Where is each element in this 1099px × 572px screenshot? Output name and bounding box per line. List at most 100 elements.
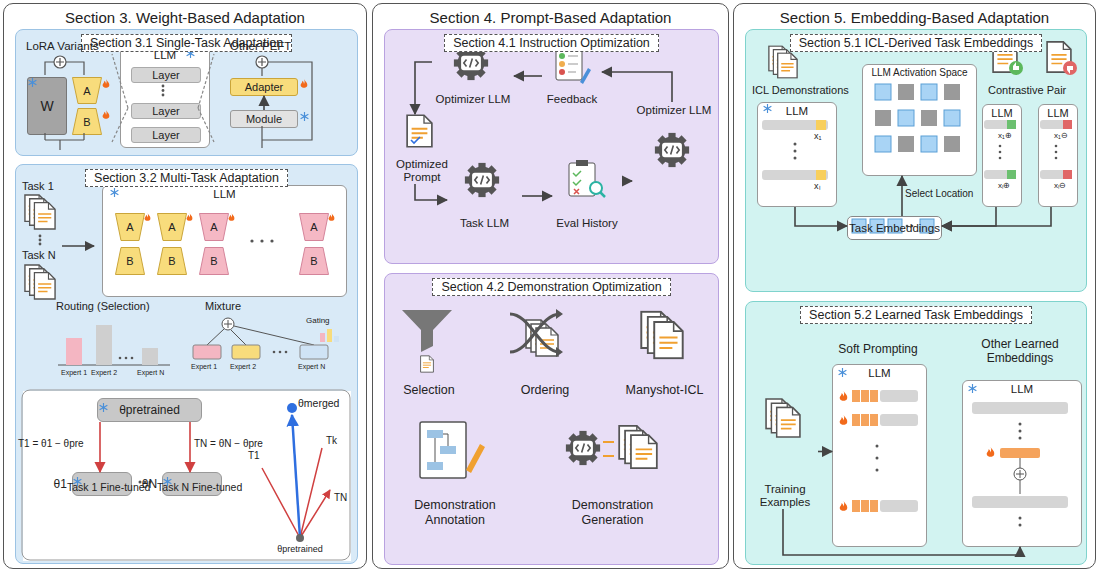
lora-matrix-text: B <box>310 255 317 267</box>
connector-arrow <box>415 184 447 200</box>
part-label: ICL Demonstrations <box>752 84 849 97</box>
model-weights: θNTask N Fine-tuned <box>162 472 222 496</box>
expert-label-text: Expert 2 <box>91 369 117 377</box>
eval-history-text: Eval History <box>552 217 622 230</box>
method-label-text: Soft Prompting <box>832 343 924 357</box>
token-label: xₗ⊕ <box>998 181 1010 190</box>
multi-task-illustration <box>25 188 339 365</box>
weight-matrix: W <box>27 77 67 135</box>
weight-matrix-text: W <box>40 98 53 114</box>
task-label: Task N <box>22 249 56 262</box>
connector-arrow <box>901 176 903 216</box>
method-item: Manyshot-ICL <box>617 302 712 397</box>
part-label: Other PEFT <box>230 40 291 53</box>
part-label-text: Other PEFT <box>230 40 291 53</box>
demonstration-icons <box>402 309 683 478</box>
lora-matrix-text: B <box>210 255 217 267</box>
lora-matrix: A <box>72 77 102 104</box>
subsection-panel-text: Section 4.2 Demonstration Optimization <box>432 278 670 296</box>
formula-label-text: TN = θN − θpre <box>194 438 263 450</box>
method-item-text: Demonstration Generation <box>550 498 675 527</box>
module-box-text: Module <box>246 113 282 125</box>
expert-label: Expert 2 <box>91 369 117 377</box>
model-weights-text: θN <box>142 473 157 495</box>
lora-matrix-text: B <box>126 255 133 267</box>
lora-matrix-text: A <box>210 221 217 233</box>
connector-arrow <box>942 207 1051 226</box>
token-label-text: x₁⊖ <box>1054 131 1068 140</box>
token-label-text: xₗ⊕ <box>998 181 1010 190</box>
expert-label-text: Expert 2 <box>230 363 256 371</box>
llm-box: LLM <box>832 364 927 547</box>
llm-box-text: LLM <box>963 383 1081 395</box>
part-label: Gating <box>306 316 330 325</box>
lora-diagram <box>45 54 312 150</box>
lora-matrix: B <box>115 247 145 275</box>
subsection-panel-text: Section 5.1 ICL-Derived Task Embeddings <box>790 34 1043 52</box>
eval-history: Eval History <box>552 160 622 230</box>
part-label-text: ICL Demonstrations <box>752 84 849 97</box>
method-item-text: Ordering <box>505 383 585 397</box>
expert-label-text: Expert N <box>137 369 164 377</box>
token-label: xₗ <box>814 181 821 191</box>
method-item: Demonstration Generation <box>550 417 675 527</box>
subsection-panel: Section 4.1 Instruction OptimizationOpti… <box>384 29 719 264</box>
connector-arrow <box>263 96 265 110</box>
lora-matrix-text: A <box>83 85 90 97</box>
vector-label: Tk <box>326 435 337 447</box>
prompt-document-text: Optimized Prompt <box>390 158 454 184</box>
expert-label: Expert N <box>298 363 325 371</box>
llm-box-text: LLM <box>983 107 1021 119</box>
subsection-panel-text: Section 4.1 Instruction Optimization <box>444 34 659 52</box>
module-box: Module <box>230 110 298 128</box>
llm-agent: Optimizer LLM <box>432 46 514 106</box>
subsection-panel: Section 5.1 ICL-Derived Task EmbeddingsL… <box>745 29 1087 292</box>
vector-label-text: θmerged <box>298 397 339 409</box>
task-label: Task 1 <box>22 180 54 193</box>
task-label-text: Task 1 <box>22 180 54 193</box>
method-item-text: Selection <box>394 383 464 397</box>
layer-box: Layer <box>131 103 201 119</box>
connector-arrow <box>795 207 847 226</box>
connector-arrow <box>602 72 672 102</box>
token-label: x₁⊕ <box>998 131 1012 140</box>
model-weights-text: Task N Fine-tuned <box>157 481 242 493</box>
llm-agent: Task LLM <box>447 162 522 230</box>
token-label: xₗ⊖ <box>1054 181 1066 190</box>
layer-box-text: Layer <box>152 105 180 117</box>
connector-arrow <box>783 509 1020 555</box>
lora-matrix: B <box>199 247 229 275</box>
method-item: Ordering <box>505 302 585 397</box>
vector-label-text: T1 <box>248 450 260 462</box>
expert-label-text: Expert N <box>298 363 325 371</box>
section-panel-text: Section 3. Weight-Based Adaptation <box>4 9 366 26</box>
method-item: Demonstration Annotation <box>400 417 510 527</box>
expert-label: Expert 1 <box>191 363 217 371</box>
vector-label: T1 <box>248 450 260 462</box>
lora-matrix: A <box>299 213 329 241</box>
training-data: Training Examples <box>752 394 818 509</box>
method-label: Routing (Selection) <box>56 300 150 313</box>
vector-label: TN <box>334 492 347 504</box>
lora-matrix: A <box>199 213 229 241</box>
vector-label: θpretrained <box>260 544 340 554</box>
embedding-box: Task Embeddings <box>847 216 942 240</box>
status-icons <box>29 49 309 121</box>
token-label-text: x₁ <box>814 131 822 141</box>
layer-box: Layer <box>131 67 201 83</box>
llm-box-text: LLM <box>1039 107 1077 119</box>
llm-box-text: LLM <box>121 49 209 61</box>
method-item-text: Demonstration Annotation <box>400 498 510 527</box>
method-label-text: Other Learned Embeddings <box>960 338 1080 366</box>
subsection-panel-text: Section 3.2 Multi-Task Adaptation <box>85 169 288 187</box>
part-label: Contrastive Pair <box>988 84 1066 97</box>
connector-arrow <box>522 195 552 197</box>
part-label: LoRA Variants <box>26 40 99 53</box>
part-label-text: Contrastive Pair <box>988 84 1066 97</box>
layer-box: Layer <box>131 127 201 143</box>
llm-box-text: LLM <box>103 188 346 200</box>
lora-matrix-text: A <box>310 221 317 233</box>
activation-space: LLM Activation Space <box>862 64 977 176</box>
activation-space-text: LLM Activation Space <box>863 67 976 78</box>
